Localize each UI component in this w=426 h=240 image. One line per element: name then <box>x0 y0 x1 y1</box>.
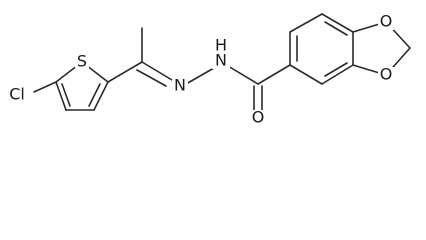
chemical-structure-diagram: Cl S N N H O O O <box>4 11 411 127</box>
amide-nitrogen-label: N <box>215 51 227 70</box>
carbonyl-oxygen-atom: O <box>250 108 266 127</box>
atom-label-layer: Cl S N N H O O O <box>4 12 394 127</box>
bond-benzene-6 <box>289 64 323 85</box>
bond-benzene-3 <box>321 13 354 33</box>
imine-nitrogen-atom: N <box>172 76 188 95</box>
bond-thiophene-left-bottom <box>55 81 67 111</box>
bond-benzene-double-3 <box>324 62 348 77</box>
dioxole-top-oxygen-atom: O <box>378 12 394 31</box>
carbonyl-oxygen-label: O <box>252 108 265 127</box>
bond-benzene-5 <box>321 64 354 85</box>
bond-nh-carbonyl-carbon <box>227 65 259 85</box>
imine-nitrogen-label: N <box>174 76 186 95</box>
bond-thiophene-double-right <box>88 83 101 107</box>
bond-thiophene-to-imine-carbon <box>107 61 143 83</box>
hydrogen-atom: H <box>214 36 228 55</box>
chlorine-label: Cl <box>9 85 25 104</box>
sulfur-label: S <box>77 52 87 71</box>
sulfur-atom: S <box>75 52 89 72</box>
bond-cl-c <box>33 81 57 93</box>
dioxole-bottom-oxygen-atom: O <box>378 65 394 84</box>
bond-carbonyl-to-ring <box>257 64 291 85</box>
bond-imine-double-top <box>141 61 173 81</box>
bond-imine-double-bottom <box>136 69 167 87</box>
hydrogen-label: H <box>215 36 227 55</box>
chlorine-atom: Cl <box>4 84 30 104</box>
amide-nitrogen-atom: N <box>212 51 230 70</box>
bond-layer <box>33 13 411 111</box>
bond-thiophene-right-bottom <box>93 81 109 111</box>
dioxole-bottom-oxygen-label: O <box>380 65 393 84</box>
bond-benzene-2 <box>289 13 323 33</box>
bond-thiophene-double-left <box>61 83 71 107</box>
bond-benzene-double-2 <box>324 21 348 36</box>
bond-n-n <box>185 67 215 85</box>
dioxole-top-oxygen-label: O <box>380 12 393 31</box>
